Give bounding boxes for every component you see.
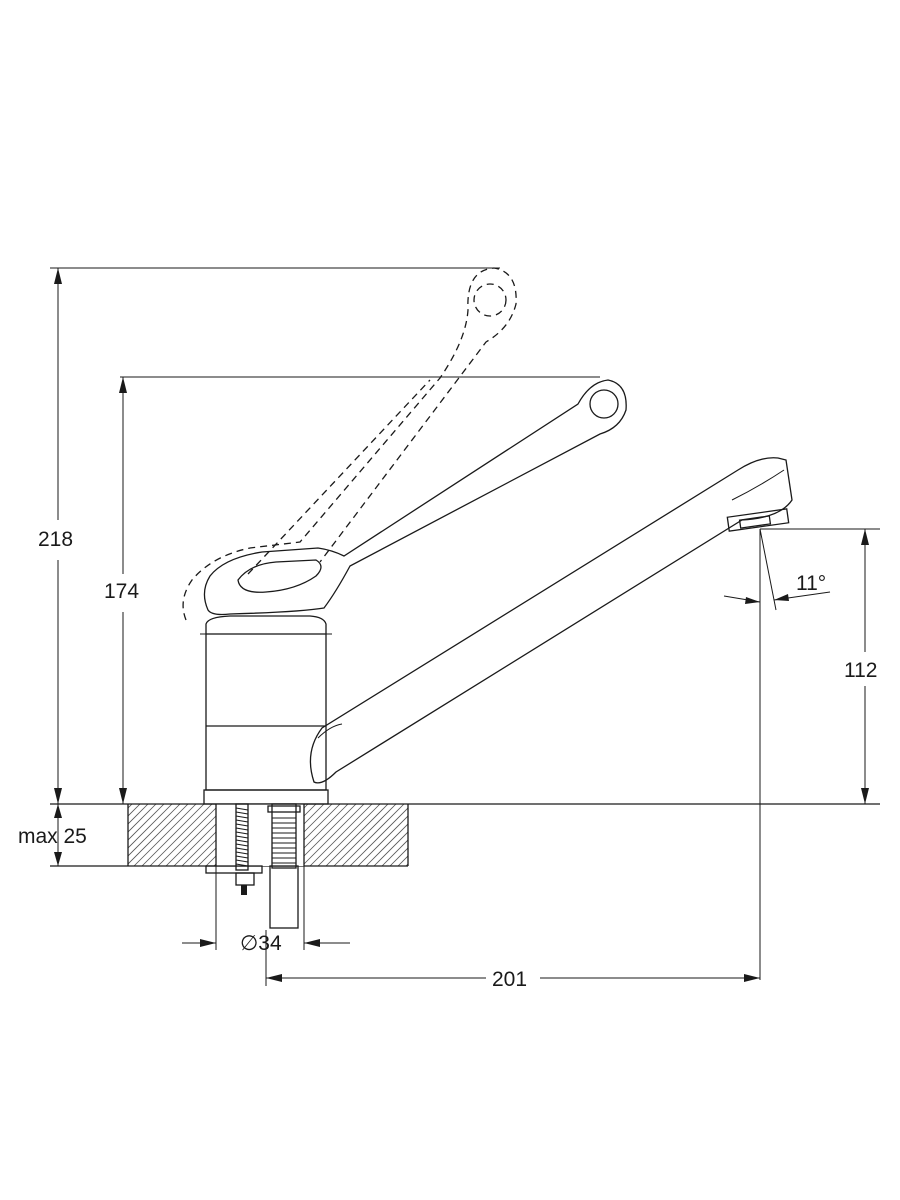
hatch-line [325, 804, 389, 866]
hatch-line [128, 804, 189, 865]
countertop [50, 803, 880, 867]
hatch-line [309, 804, 373, 866]
hatch-line [149, 804, 213, 866]
thread-line [235, 815, 249, 819]
hatch-line [349, 807, 408, 866]
hatch-line [128, 804, 173, 849]
hatch-line [128, 804, 157, 833]
dimension-max-25: max 25 [18, 804, 87, 866]
dimension-112: 112 [760, 528, 880, 804]
dimension-174: 174 [104, 376, 600, 804]
raised-lever-outline [182, 267, 517, 621]
supply-hose-fitting [271, 803, 297, 869]
arrow-174-bottom [119, 788, 127, 804]
aerator [726, 508, 790, 532]
hatch-line [397, 855, 408, 866]
hatch-line [128, 804, 181, 857]
thread-line [235, 819, 249, 823]
label-diameter-34: ∅34 [240, 932, 282, 955]
aerator-outlet [738, 515, 772, 529]
label-112: 112 [844, 659, 877, 682]
hatch-line [157, 804, 221, 866]
arrow-max25-bottom [54, 852, 62, 866]
arrow-angle-left [745, 597, 760, 604]
body-cylinder [205, 633, 327, 791]
mounting-nut [235, 872, 255, 886]
arrow-max25-top [54, 804, 62, 818]
spout-outline [309, 457, 793, 784]
threaded-stud [235, 803, 249, 871]
hatch-line [333, 804, 397, 866]
lever-handle [203, 379, 627, 616]
arrow-218-bottom [54, 788, 62, 804]
hatch-line [389, 847, 408, 866]
raised-lever-ring [473, 283, 507, 317]
thread-line [235, 827, 249, 831]
thread-line [235, 851, 249, 855]
label-max-25: max 25 [18, 825, 87, 848]
arrow-201-right [744, 974, 760, 982]
thread-line [235, 823, 249, 827]
arrow-218-top [54, 268, 62, 284]
hatch-line [373, 831, 408, 866]
arrow-diameter-left [200, 939, 216, 947]
thread-line [235, 831, 249, 835]
arrow-201-left [266, 974, 282, 982]
mounting-hole [216, 804, 304, 866]
cartridge-cap [205, 615, 327, 634]
label-201: 201 [492, 968, 527, 991]
spout-angle-line [759, 528, 777, 611]
thread-line [235, 855, 249, 859]
arrow-diameter-right [304, 939, 320, 947]
hatch-line [414, 804, 476, 866]
dimension-218: 218 [38, 267, 500, 804]
thread-line [235, 859, 249, 863]
hatch-line [365, 823, 408, 866]
raised-lever-inner-line [247, 379, 431, 575]
hatch-line [317, 804, 381, 866]
dimension-diameter-34: ∅34 [182, 866, 350, 955]
arrow-174-top [119, 377, 127, 393]
thread-line [235, 847, 249, 851]
hatch-line [141, 804, 205, 866]
lever-raised-position [182, 267, 517, 621]
hatch-line [405, 863, 408, 866]
label-174: 174 [104, 580, 139, 603]
hatch-line [128, 804, 149, 825]
lever-grip-recess [237, 559, 322, 593]
hatch-line [301, 804, 365, 866]
thread-line [235, 807, 249, 811]
arrow-angle-right [774, 594, 789, 601]
mounting-plate [205, 865, 263, 874]
hatch-line [341, 804, 405, 866]
dimension-angle-11: 11° [723, 528, 831, 980]
lever-end-ring [589, 389, 619, 419]
hatch-line [128, 804, 165, 841]
spout-base-curve [317, 723, 343, 739]
thread-line [235, 843, 249, 847]
arrow-112-bottom [861, 788, 869, 804]
label-11-degrees: 11° [796, 572, 826, 595]
hatch-line [357, 815, 408, 866]
faucet-body [200, 615, 332, 805]
thread-line [235, 811, 249, 815]
stud-end [241, 885, 247, 895]
hatch-line [381, 839, 408, 866]
thread-line [235, 835, 249, 839]
lever-outline [203, 379, 627, 616]
supply-hose [269, 865, 299, 929]
hatch-line [133, 804, 197, 866]
mounting-hardware [205, 803, 301, 929]
spout-tip-edge [731, 469, 785, 501]
thread-line [235, 839, 249, 843]
arrow-112-top [861, 529, 869, 545]
spout [309, 457, 793, 784]
hatch-line [128, 804, 141, 817]
hose-collar [267, 805, 301, 813]
dimension-201: 201 [265, 930, 760, 991]
label-218: 218 [38, 528, 73, 551]
base-flange [203, 789, 329, 805]
